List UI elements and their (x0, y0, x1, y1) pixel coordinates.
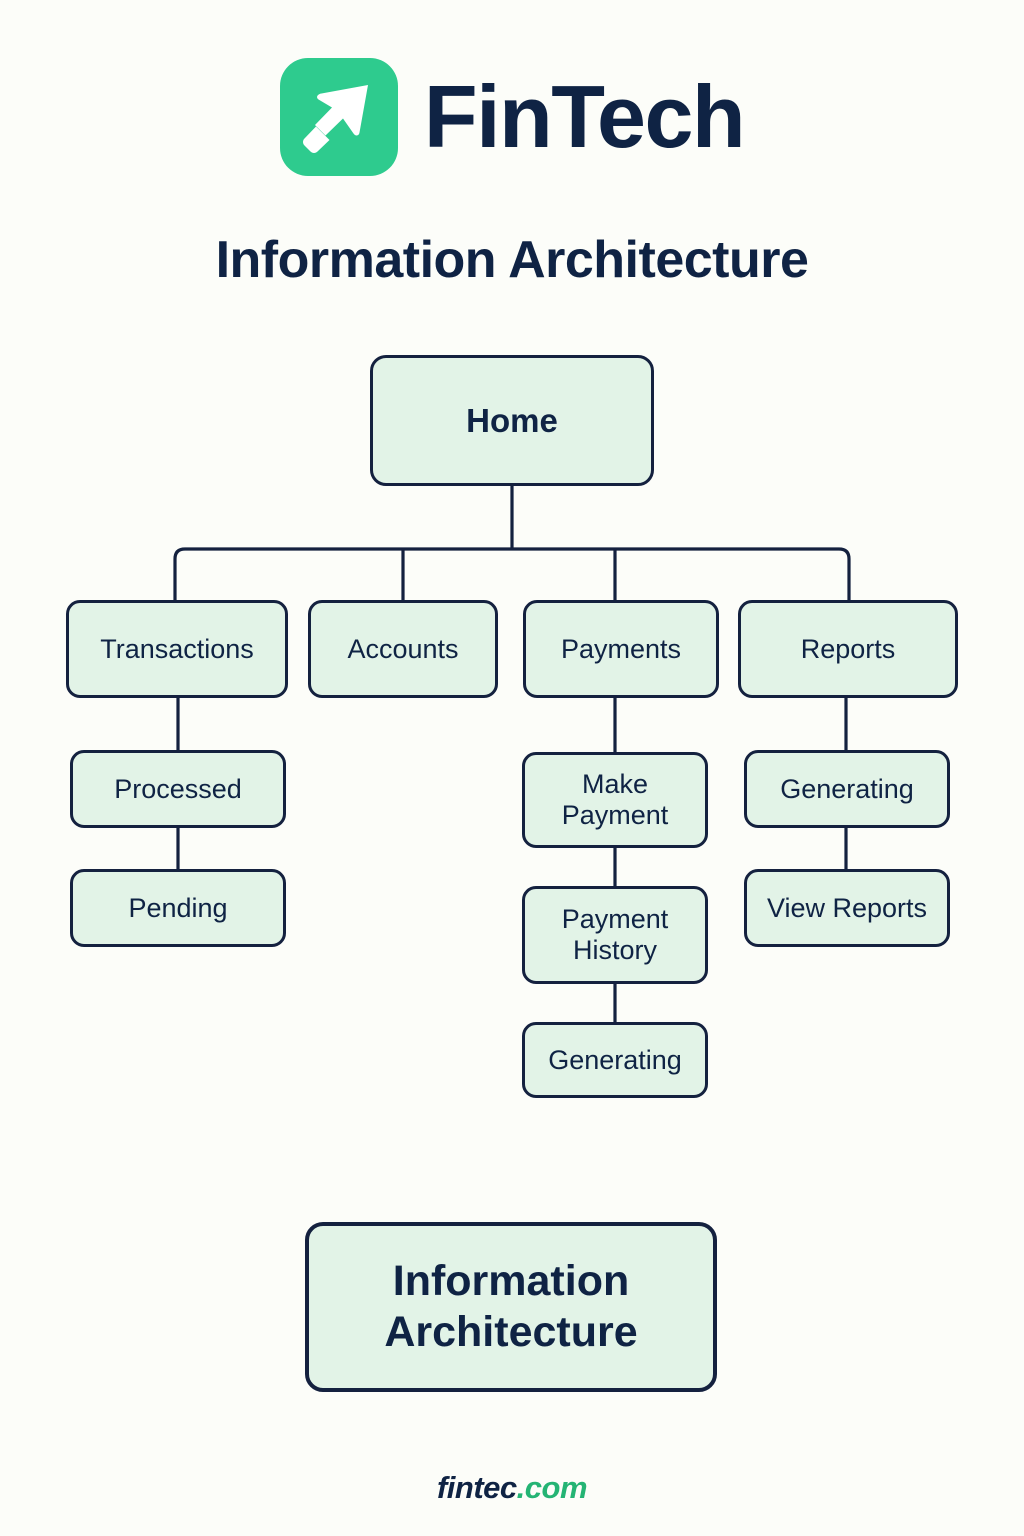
footer-brand-name: fintec (436, 1470, 517, 1505)
node-label: Make Payment (561, 769, 669, 830)
node-reports[interactable]: Reports (738, 600, 958, 698)
node-label: Pending (128, 892, 228, 923)
node-label: Transactions (100, 633, 254, 664)
node-payment-history[interactable]: Payment History (522, 886, 708, 984)
node-home[interactable]: Home (370, 355, 654, 486)
fintech-logo-mark (279, 58, 398, 176)
node-label: Payments (560, 633, 682, 664)
node-label: Processed (114, 773, 242, 804)
node-accounts[interactable]: Accounts (308, 600, 498, 698)
node-label: Payment History (561, 904, 669, 965)
node-label: View Reports (766, 892, 928, 923)
footer-brand-tld: .com (516, 1470, 588, 1505)
node-transactions[interactable]: Transactions (66, 600, 288, 698)
node-processed[interactable]: Processed (70, 750, 286, 828)
page-title: Information Architecture (215, 231, 809, 289)
site-footer: fintec.com (0, 1470, 1024, 1506)
brand-name: FinTech (423, 67, 746, 166)
node-reports-generating[interactable]: Generating (744, 750, 950, 828)
summary-card[interactable]: Information Architecture (305, 1222, 717, 1392)
node-payments-generating[interactable]: Generating (522, 1022, 708, 1098)
summary-card-line-1: Information (392, 1257, 630, 1306)
node-label: Home (466, 401, 558, 439)
node-payments[interactable]: Payments (523, 600, 719, 698)
node-view-reports[interactable]: View Reports (744, 869, 950, 947)
node-label: Generating (780, 773, 914, 804)
node-label: Accounts (347, 633, 459, 664)
summary-card-line-2: Architecture (384, 1308, 638, 1356)
node-make-payment[interactable]: Make Payment (522, 752, 708, 848)
node-label: Generating (548, 1044, 682, 1075)
node-label: Reports (800, 633, 896, 664)
brand-header: FinTech (0, 58, 1024, 176)
node-pending[interactable]: Pending (70, 869, 286, 947)
